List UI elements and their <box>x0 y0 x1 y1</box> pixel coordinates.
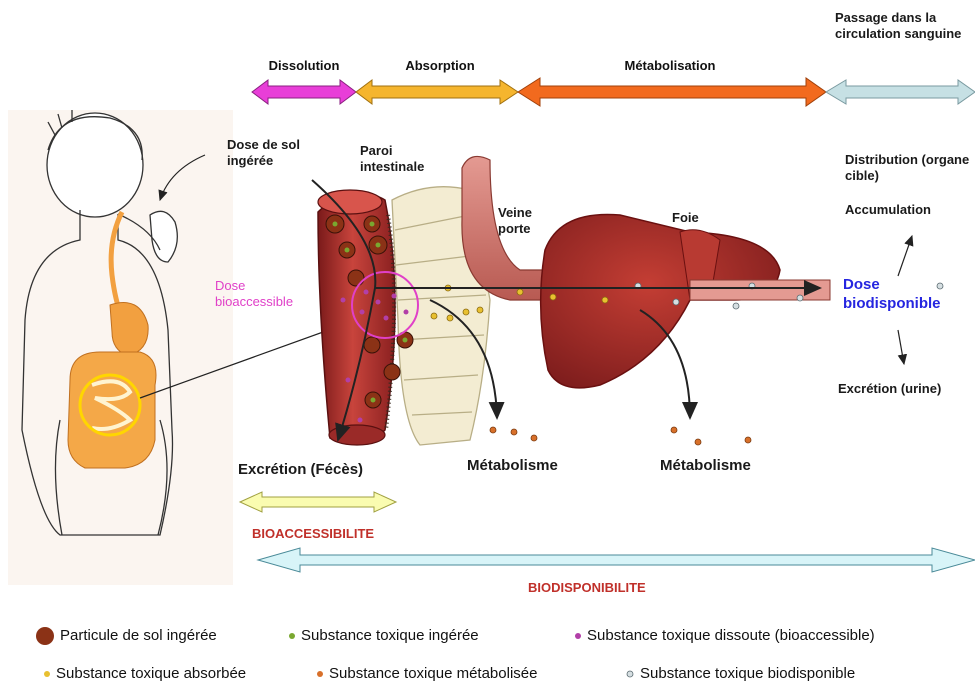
liver <box>541 214 830 387</box>
legend-item-particle: Particule de sol ingérée <box>60 627 217 644</box>
phase-arrows <box>252 78 975 106</box>
legend-label: Substance toxique absorbée <box>56 665 246 682</box>
legend-item-metabolisee: Substance toxique métabolisée <box>329 665 537 682</box>
metabolisme-label-2: Métabolisme <box>660 458 751 474</box>
legend-item-absorbee: Substance toxique absorbée <box>56 665 246 682</box>
dose-ingeree-label: Dose de sol ingérée <box>227 137 337 169</box>
legend-label: Substance toxique ingérée <box>301 627 479 644</box>
accumulation-label: Accumulation <box>845 202 931 218</box>
circulation-arrow <box>826 80 975 104</box>
veine-porte-label: Veine porte <box>498 205 558 237</box>
distribution-label: Distribution (organe cible) <box>845 152 970 184</box>
legend-item-ingeree: Substance toxique ingérée <box>301 627 479 644</box>
absorption-arrow <box>356 80 518 104</box>
metabolisme-label-1: Métabolisme <box>467 458 558 474</box>
excretion-feces-label: Excrétion (Fécès) <box>238 462 363 478</box>
excretion-urine-label: Excrétion (urine) <box>838 381 941 397</box>
legend-label: Particule de sol ingérée <box>60 627 217 644</box>
legend-label: Substance toxique biodisponible <box>640 665 855 682</box>
biodisponibilite-arrow[interactable] <box>258 548 975 572</box>
metabolised-substances <box>490 427 751 445</box>
legend-marker-particle <box>36 627 54 645</box>
dose-bioaccessible-label: Dose bioaccessible <box>215 278 325 310</box>
legend-marker-absorbee <box>44 671 50 677</box>
legend-label: Substance toxique métabolisée <box>329 665 537 682</box>
paroi-intestinale-label: Paroi intestinale <box>360 143 450 175</box>
bioaccessibilite-label: BIOACCESSIBILITE <box>252 526 374 542</box>
dose-biodisponible-label: Dose biodisponible <box>843 275 973 313</box>
bioaccessibilite-arrow[interactable] <box>240 492 396 512</box>
phase-label-dissolution: Dissolution <box>252 58 356 73</box>
legend-marker-biodisponible <box>627 671 633 677</box>
biodisponibilite-label: BIODISPONIBILITE <box>528 580 646 596</box>
phase-label-metabolisation: Métabolisation <box>590 58 750 73</box>
legend-item-dissoute: Substance toxique dissoute (bioaccessibl… <box>587 627 875 644</box>
phase-label-circulation: Passage dans la circulation sanguine <box>835 10 965 42</box>
legend-item-biodisponible: Substance toxique biodisponible <box>640 665 855 682</box>
legend-label: Substance toxique dissoute (bioaccessibl… <box>587 627 875 644</box>
phase-label-absorption: Absorption <box>380 58 500 73</box>
metabolisation-arrow <box>518 78 826 106</box>
legend-marker-metabolisee <box>317 671 323 677</box>
legend-marker-dissoute <box>575 633 581 639</box>
dissolution-arrow <box>252 80 356 104</box>
foie-label: Foie <box>672 210 699 226</box>
legend-marker-ingeree <box>289 633 295 639</box>
